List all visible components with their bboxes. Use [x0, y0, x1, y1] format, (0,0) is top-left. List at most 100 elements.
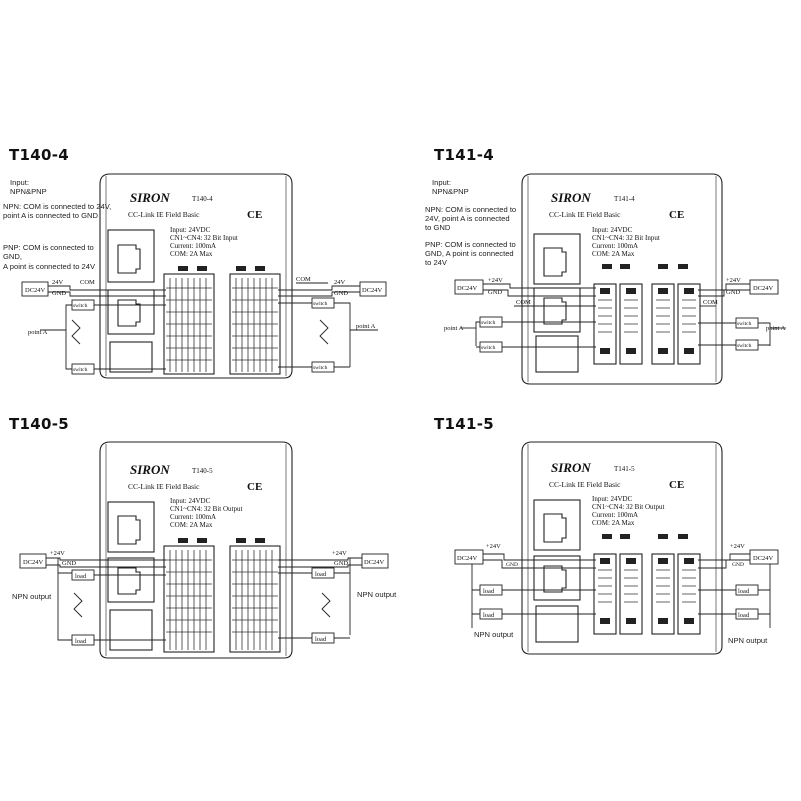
note-npn-pnp: NPN&PNP — [10, 187, 47, 196]
gnd-label: GND — [334, 560, 348, 567]
ce-mark: CE — [669, 479, 684, 491]
wiring-diagram-t140-5: DC24V +24V GND load load DC24V +24V GND … — [19, 441, 389, 659]
spec-line: CN1~CN4: 32 Bit Output — [592, 503, 664, 511]
v24-label: +24V — [730, 543, 745, 550]
spec-line: Input: 24VDC — [592, 495, 633, 503]
wiring-diagram-t141-4: DC24V +24V GND COM switch switch point A… — [444, 173, 786, 385]
brand-logo: SIRON — [551, 460, 591, 475]
load-label: load — [315, 571, 327, 578]
brand-logo: SIRON — [130, 462, 170, 477]
note-npn-output-left: NPN output — [474, 630, 514, 639]
panel-title-t141-5: T141-5 — [434, 415, 495, 433]
note-npn-pnp: NPN&PNP — [432, 187, 469, 196]
gnd-label: GND — [732, 562, 744, 568]
model-label: T140-5 — [192, 467, 213, 475]
note-npn-output-left: NPN output — [12, 592, 52, 601]
dc24v-label: DC24V — [753, 285, 774, 292]
note-npn-1: NPN: COM is connected to — [425, 205, 517, 214]
gnd-label: GND — [334, 290, 348, 297]
switch-label: switch — [737, 343, 752, 349]
com-label: COM — [296, 276, 311, 283]
note-npn-output-right: NPN output — [357, 590, 397, 599]
v24-label: +24V — [726, 277, 741, 284]
note-npn-output-right: NPN output — [728, 636, 768, 645]
ce-mark: CE — [247, 209, 262, 221]
load-label: load — [483, 612, 495, 619]
note-pnp-2: GND, — [3, 252, 22, 261]
note-pnp-1: PNP: COM is connected to — [425, 240, 516, 249]
spec-line: Input: 24VDC — [592, 226, 633, 234]
switch-label: switch — [73, 303, 88, 309]
note-pnp-3: to 24V — [425, 258, 447, 267]
v24-label: +24V — [488, 277, 503, 284]
load-label: load — [738, 612, 750, 619]
v24-label: +24V — [486, 543, 501, 550]
dc24v-label: DC24V — [362, 287, 383, 294]
model-label: T140-4 — [192, 195, 213, 203]
point-a-label: point A — [28, 329, 48, 336]
model-label: T141-4 — [614, 195, 635, 203]
switch-label: switch — [313, 301, 328, 307]
load-label: load — [738, 588, 750, 595]
point-a-label: point A — [444, 325, 464, 332]
spec-line: COM: 2A Max — [170, 250, 213, 258]
note-input: Input: — [10, 178, 29, 187]
panel-title-t140-4: T140-4 — [9, 146, 70, 164]
point-a-label: point A — [766, 325, 786, 332]
subtitle-label: CC-Link IE Field Basic — [128, 210, 200, 219]
point-a-label: point A — [356, 323, 376, 330]
ce-mark: CE — [247, 481, 262, 493]
load-label: load — [483, 588, 495, 595]
subtitle-label: CC-Link IE Field Basic — [549, 480, 621, 489]
v24-label: +24V — [50, 550, 65, 557]
dc24v-label: DC24V — [25, 287, 46, 294]
spec-line: CN1~CN4: 32 Bit Output — [170, 505, 242, 513]
gnd-label: GND — [488, 289, 502, 296]
com-label: COM — [80, 279, 95, 286]
brand-logo: SIRON — [551, 190, 591, 205]
subtitle-label: CC-Link IE Field Basic — [128, 482, 200, 491]
gnd-label: GND — [726, 289, 740, 296]
note-npn-3: to GND — [425, 223, 451, 232]
wiring-diagram-t140-4: DC24V 24V COM GND switch switch point A … — [21, 173, 387, 379]
wiring-diagram-t141-5: DC24V +24V GND load load DC24V +24V GND … — [454, 441, 779, 655]
com-label: COM — [703, 299, 718, 306]
dc24v-label: DC24V — [23, 559, 44, 566]
dc24v-label: DC24V — [753, 555, 774, 562]
switch-label: switch — [73, 367, 88, 373]
com-label: COM — [516, 299, 531, 306]
spec-line: COM: 2A Max — [592, 250, 635, 258]
note-input: Input: — [432, 178, 451, 187]
v24-label: 24V — [334, 279, 346, 286]
note-npn-2: point A is connected to GND — [3, 211, 98, 220]
spec-line: CN1~CN4: 32 Bit Input — [170, 234, 238, 242]
spec-line: Current: 100mA — [170, 242, 216, 250]
spec-line: COM: 2A Max — [592, 519, 635, 527]
ce-mark: CE — [669, 209, 684, 221]
spec-line: Current: 100mA — [592, 242, 638, 250]
spec-line: COM: 2A Max — [170, 521, 213, 529]
dc24v-label: DC24V — [457, 285, 478, 292]
panel-title-t141-4: T141-4 — [434, 146, 495, 164]
spec-line: Input: 24VDC — [170, 497, 211, 505]
note-pnp-2: GND, A point is connected — [425, 249, 514, 258]
panel-title-t140-5: T140-5 — [9, 415, 70, 433]
dc24v-label: DC24V — [457, 555, 478, 562]
gnd-label: GND — [62, 560, 76, 567]
spec-line: CN1~CN4: 32 Bit Input — [592, 234, 660, 242]
load-label: load — [315, 636, 327, 643]
switch-label: switch — [481, 320, 496, 326]
spec-line: Input: 24VDC — [170, 226, 211, 234]
note-npn-1: NPN: COM is connected to 24V, — [3, 202, 112, 211]
spec-line: Current: 100mA — [592, 511, 638, 519]
dc24v-label: DC24V — [364, 559, 385, 566]
note-pnp-1: PNP: COM is connected to — [3, 243, 94, 252]
switch-label: switch — [737, 321, 752, 327]
spec-line: Current: 100mA — [170, 513, 216, 521]
switch-label: switch — [481, 345, 496, 351]
v24-label: 24V — [52, 279, 64, 286]
gnd-label: GND — [506, 562, 518, 568]
v24-label: +24V — [332, 550, 347, 557]
subtitle-label: CC-Link IE Field Basic — [549, 210, 621, 219]
load-label: load — [75, 573, 87, 580]
